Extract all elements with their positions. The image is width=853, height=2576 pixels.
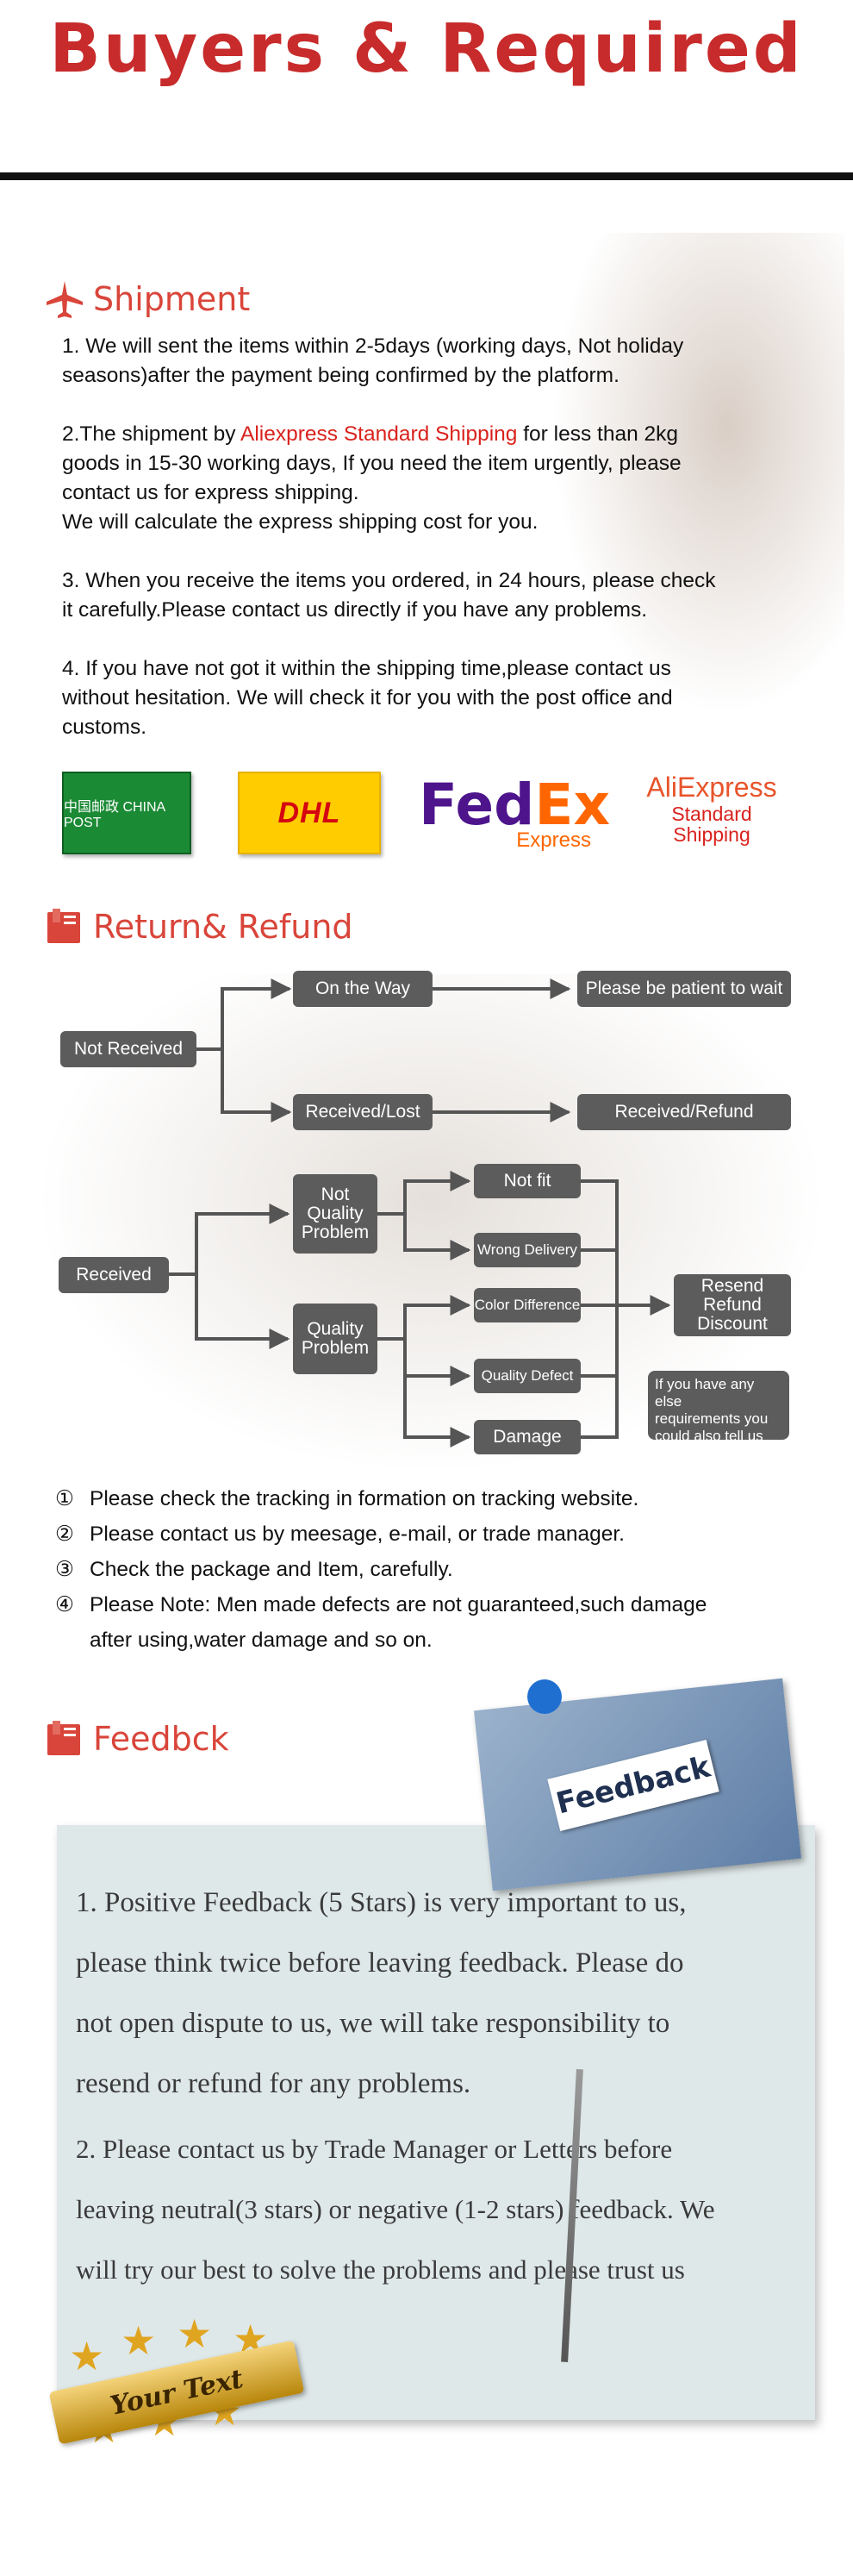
shipment-text-span: for less than 2kg — [517, 422, 679, 446]
flow-not-quality-problem: Not Quality Problem — [293, 1174, 377, 1254]
flow-quality-defect: Quality Defect — [474, 1359, 581, 1393]
feedback-paragraph-2: 2. Please contact us by Trade Manager or… — [76, 2119, 782, 2300]
flow-label-line: Problem — [301, 1222, 370, 1242]
note-item: ③ Check the package and Item, carefully. — [55, 1552, 813, 1587]
fedex-logo-fed: Fed — [419, 772, 535, 838]
callout-line: requirements you — [655, 1410, 769, 1427]
flow-damage: Damage — [474, 1420, 581, 1454]
shipment-line: customs. — [62, 716, 147, 739]
shipment-line: goods in 15-30 working days, If you need… — [62, 452, 682, 475]
star-icon: ★ — [69, 2334, 105, 2379]
shipment-heading: Shipment — [45, 278, 250, 321]
aliexpress-shipping: Shipping — [673, 823, 750, 846]
flow-label-line: Resend — [700, 1276, 764, 1296]
refund-heading-text: Return& Refund — [93, 908, 353, 946]
feedback-line: will try our best to solve the problems … — [76, 2254, 685, 2285]
dhl-logo: DHL — [238, 772, 381, 854]
feedback-heading: Feedbck — [45, 1717, 229, 1760]
flow-received-refund: Received/Refund — [577, 1094, 791, 1130]
header-divider — [0, 172, 853, 180]
note-number: ② — [55, 1522, 74, 1546]
flow-not-fit: Not fit — [474, 1164, 581, 1198]
flow-received-lost: Received/Lost — [293, 1094, 433, 1130]
feedback-line: 1. Positive Feedback (5 Stars) is very i… — [76, 1887, 687, 1918]
fedex-logo: FedEx Express — [419, 772, 611, 854]
flow-resend-refund-discount: Resend Refund Discount — [674, 1274, 791, 1336]
feedback-heading-text: Feedbck — [93, 1720, 229, 1758]
note-number: ④ — [55, 1593, 74, 1616]
china-post-logo: 中国邮政 CHINA POST — [62, 772, 191, 854]
feedback-line: please think twice before leaving feedba… — [76, 1948, 684, 1979]
airplane-icon — [47, 281, 83, 318]
feedback-card — [57, 1825, 815, 2420]
aliexpress-logo: AliExpress Standard Shipping — [617, 772, 806, 854]
shipment-line: without hesitation. We will check it for… — [62, 686, 673, 710]
feedback-line: resend or refund for any problems. — [76, 2068, 471, 2099]
shipping-method-highlight: Aliexpress Standard Shipping — [240, 422, 518, 446]
shipment-line: 1. We will sent the items within 2-5days… — [62, 335, 684, 358]
pushpin-icon — [527, 1679, 562, 1714]
aliexpress-standard: Standard — [671, 803, 752, 825]
shipment-line: 4. If you have not got it within the shi… — [62, 657, 671, 680]
note-number: ③ — [55, 1558, 74, 1581]
feedback-line: not open dispute to us, we will take res… — [76, 2008, 670, 2039]
shipment-line: it carefully.Please contact us directly … — [62, 598, 648, 622]
note-item: ④ Please Note: Men made defects are not g… — [55, 1587, 813, 1623]
aliexpress-logo-text: AliExpress — [646, 772, 777, 803]
note-text: Please contact us by meesage, e-mail, or… — [90, 1522, 625, 1546]
callout-line: could also tell us — [655, 1428, 763, 1444]
flow-label-line: Refund — [703, 1295, 762, 1315]
star-badge: ★ ★ ★ ★ ★ ★ ★ Your Text — [34, 2314, 319, 2448]
flow-on-the-way: On the Way — [293, 971, 433, 1007]
refund-notes: ① Please check the tracking in formation … — [55, 1481, 813, 1658]
feedback-paragraph-1: 1. Positive Feedback (5 Stars) is very i… — [76, 1873, 782, 2114]
courier-photo — [551, 233, 844, 716]
fedex-logo-express: Express — [516, 828, 591, 852]
note-text: Please check the tracking in formation o… — [90, 1487, 639, 1510]
note-text: Check the package and Item, carefully. — [90, 1558, 453, 1581]
flow-callout: If you have any else requirements you co… — [648, 1371, 789, 1444]
note-number: ① — [55, 1487, 74, 1510]
refund-heading: Return& Refund — [45, 905, 353, 948]
flow-label-line: Quality — [307, 1204, 364, 1223]
shipment-line: We will calculate the express shipping c… — [62, 510, 539, 534]
shipment-line: contact us for express shipping. — [62, 481, 359, 504]
star-icon: ★ — [177, 2311, 213, 2356]
shipment-heading-text: Shipment — [93, 280, 251, 318]
star-icon: ★ — [121, 2318, 157, 2363]
flow-color-difference: Color Difference — [474, 1288, 581, 1322]
dhl-logo-text: DHL — [277, 796, 341, 829]
book-icon — [47, 1721, 80, 1755]
flow-label-line: Quality — [307, 1319, 364, 1339]
feedback-line: leaving neutral(3 stars) or negative (1-… — [76, 2194, 715, 2224]
flow-label-line: Discount — [697, 1314, 768, 1334]
flow-received: Received — [59, 1257, 169, 1293]
flow-be-patient: Please be patient to wait — [577, 971, 791, 1007]
callout-line: If you have any else — [655, 1376, 755, 1410]
shipment-line: 3. When you receive the items you ordere… — [62, 569, 716, 592]
note-number-spacer — [55, 1623, 90, 1658]
note-item: ① Please check the tracking in formation … — [55, 1481, 813, 1516]
book-icon — [47, 909, 80, 943]
flow-quality-problem: Quality Problem — [293, 1304, 377, 1374]
note-text: Please Note: Men made defects are not gu… — [90, 1593, 707, 1616]
note-item: after using,water damage and so on. — [55, 1623, 813, 1658]
flow-wrong-delivery: Wrong Delivery — [474, 1233, 581, 1267]
shipment-line: 2.The shipment by Aliexpress Standard Sh… — [62, 420, 803, 449]
shipment-text-span: 2.The shipment by — [62, 422, 241, 446]
flow-not-received: Not Received — [60, 1031, 196, 1067]
note-text: after using,water damage and so on. — [90, 1629, 433, 1652]
shipment-line: seasons)after the payment being confirme… — [62, 364, 620, 387]
shipment-text: 1. We will sent the items within 2-5days… — [62, 332, 803, 742]
fedex-logo-ex: Ex — [534, 772, 611, 838]
flow-label-line: Problem — [301, 1338, 370, 1358]
page-title: Buyers & Required — [49, 10, 804, 88]
note-item: ② Please contact us by meesage, e-mail, o… — [55, 1516, 813, 1552]
feedback-line: 2. Please contact us by Trade Manager or… — [76, 2134, 673, 2164]
flow-label-line: Not — [321, 1185, 350, 1204]
